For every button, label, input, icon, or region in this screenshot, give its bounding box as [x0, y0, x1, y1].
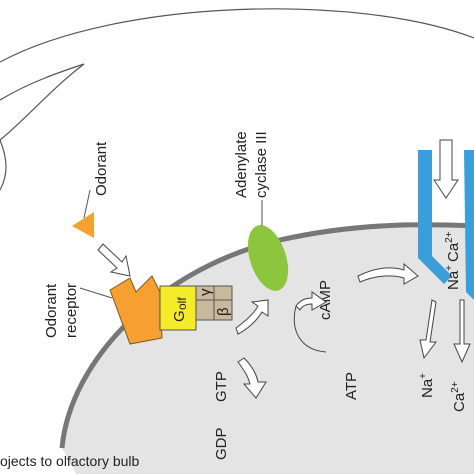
beta-label: β — [215, 307, 232, 316]
odorant-binding-arrow — [97, 243, 131, 277]
odorant-molecule — [72, 212, 94, 238]
g-olf-subunit — [159, 285, 197, 331]
ca-ion-label: Ca2+ — [450, 381, 468, 412]
gdp-label: GDP — [213, 427, 230, 460]
odorant-receptor — [109, 275, 163, 345]
g-olf-sub-label: olf — [175, 297, 189, 310]
camp-label: cAMP — [317, 280, 334, 320]
cell-outline — [0, 8, 474, 63]
adenylate-label-line2: cyclase III — [253, 131, 270, 198]
beta-subunit — [213, 285, 233, 321]
adenylate-cyclase — [247, 225, 289, 291]
channel-na-label: Na+ — [444, 265, 462, 290]
g-protein-activation-arrow — [235, 299, 269, 335]
cell-left-edge — [0, 139, 7, 191]
odorant-label: Odorant — [93, 141, 110, 196]
ion-channel-right — [464, 150, 474, 300]
g-olf-label: G — [171, 310, 188, 322]
gtp-label: GTP — [213, 371, 230, 402]
cytoplasm-region — [62, 224, 474, 474]
ca-ion-arrow — [453, 299, 471, 364]
bottom-caption: ojects to olfactory bulb — [0, 453, 140, 469]
receptor-label-line2: receptor — [63, 283, 80, 338]
receptor-pointer — [79, 287, 113, 299]
odorant-pointer — [83, 189, 91, 219]
receptor-label-line1: Odorant — [43, 283, 60, 338]
camp-channel-arrow — [357, 262, 419, 285]
cilium-line-upper — [0, 63, 85, 101]
channel-ca-label: Ca2+ — [444, 231, 462, 262]
atp-label: ATP — [343, 372, 360, 400]
cilium-line-lower — [0, 63, 85, 141]
gtp-gdp-arrow — [237, 357, 267, 399]
adenylate-label-line1: Adenylate — [233, 131, 250, 198]
na-ion-arrow — [419, 299, 437, 360]
atp-camp-arrow — [293, 291, 327, 353]
ion-influx-arrow — [433, 139, 459, 199]
ion-channel-left — [418, 150, 452, 284]
na-ion-label: Na+ — [418, 373, 436, 398]
gamma-label: γ — [197, 288, 214, 296]
